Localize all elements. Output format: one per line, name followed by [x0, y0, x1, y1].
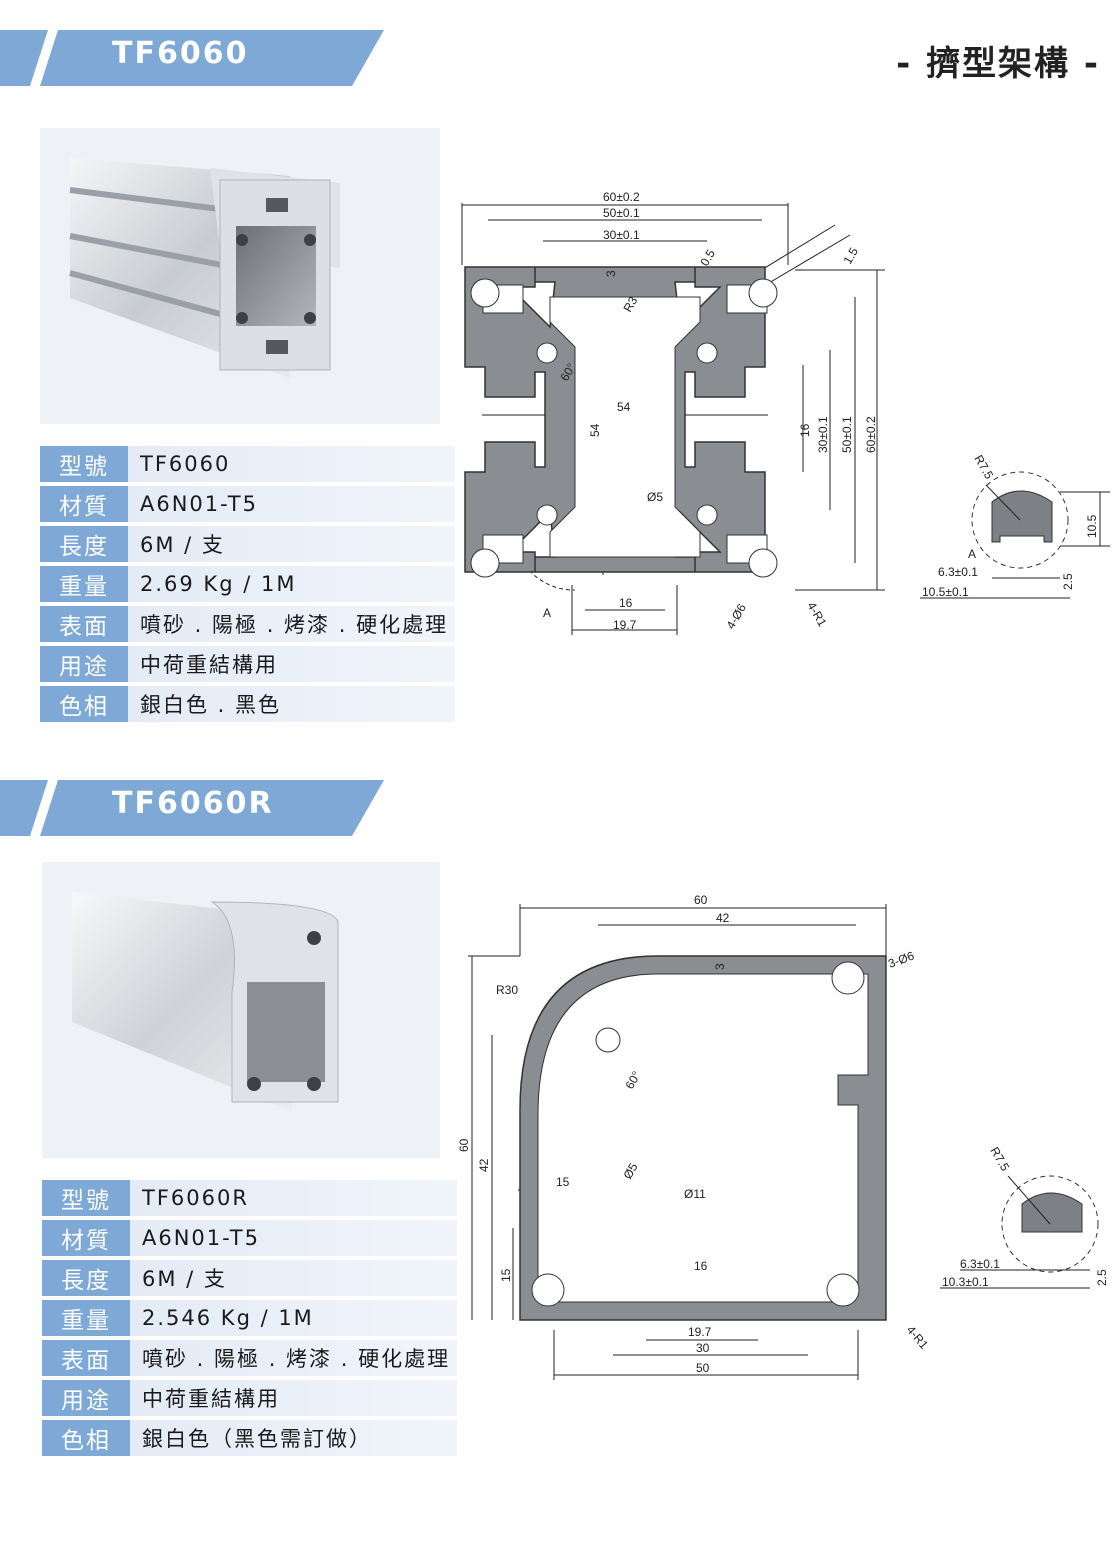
- dim-label: 2.5: [1061, 573, 1075, 590]
- spec-value: 中荷重結構用: [130, 1380, 457, 1416]
- dim-label: 42: [477, 1158, 491, 1172]
- dim-label: R7.5: [987, 1145, 1012, 1174]
- dim-label: 50±0.1: [840, 416, 854, 453]
- spec-value: 2.546 Kg / 1M: [130, 1300, 457, 1336]
- spec-value: TF6060R: [130, 1180, 457, 1216]
- spec-key: 色相: [42, 1420, 130, 1456]
- spec-row-color: 色相銀白色（黑色需訂做）: [42, 1420, 457, 1456]
- dim-label: 2.5: [1095, 1269, 1109, 1286]
- spec-key: 材質: [42, 1220, 130, 1256]
- spec-value: 銀白色（黑色需訂做）: [130, 1420, 457, 1456]
- detail-r-drawing: R7.5 6.3±0.1 10.3±0.1 2.5: [940, 1145, 1109, 1289]
- profile-drawing-r: 60 42 3 3-Ø6 R30 60° 60 42 15 Ø5 Ø11 16 …: [458, 893, 932, 1380]
- dim-label: 60: [458, 1138, 471, 1152]
- spec-row-usage: 用途中荷重結構用: [40, 646, 455, 682]
- dim-label: 4-R1: [804, 600, 829, 630]
- dim-label: 30: [696, 1341, 710, 1355]
- spec-value: TF6060: [128, 446, 455, 482]
- spec-key: 重量: [40, 566, 128, 602]
- product-photo: [40, 128, 440, 424]
- dim-label: 54: [588, 423, 602, 437]
- dim-label: 10.5±0.1: [922, 585, 969, 599]
- profile-drawing: 60±0.2 50±0.1 30±0.1 0.5 1.5 3 R3 60° 54…: [461, 190, 885, 635]
- spec-row-surface: 表面噴砂 . 陽極 . 烤漆 . 硬化處理: [40, 606, 455, 642]
- spec-row-usage: 用途中荷重結構用: [42, 1380, 457, 1416]
- dim-label: 10.5: [1085, 514, 1099, 538]
- dim-label: 3: [713, 963, 727, 970]
- spec-value: 2.69 Kg / 1M: [128, 566, 455, 602]
- dim-label: 30±0.1: [603, 228, 640, 242]
- spec-row-surface: 表面噴砂 . 陽極 . 烤漆 . 硬化處理: [42, 1340, 457, 1376]
- spec-key: 型號: [40, 446, 128, 482]
- dim-label: 4-Ø6: [723, 601, 749, 631]
- detail-a-drawing: R7.5 A 6.3±0.1 10.5±0.1 10.5 2.5: [920, 453, 1110, 599]
- spec-value: 噴砂 . 陽極 . 烤漆 . 硬化處理: [130, 1340, 457, 1376]
- product-photo: [42, 862, 440, 1158]
- dim-label: 19.7: [613, 618, 637, 632]
- spec-key: 材質: [40, 486, 128, 522]
- dim-label: Ø5: [647, 490, 663, 504]
- dim-label: 54: [617, 400, 631, 414]
- dim-label: 0.5: [697, 247, 718, 269]
- spec-row-color: 色相銀白色 . 黑色: [40, 686, 455, 722]
- spec-value: 銀白色 . 黑色: [128, 686, 455, 722]
- spec-value: 6M / 支: [130, 1260, 457, 1296]
- dim-label: 50±0.1: [603, 206, 640, 220]
- dim-label: 19.7: [688, 1325, 712, 1339]
- product-banner-1: [0, 30, 384, 86]
- spec-key: 型號: [42, 1180, 130, 1216]
- spec-key: 重量: [42, 1300, 130, 1336]
- dim-label: 15: [499, 1268, 513, 1282]
- dim-label: A: [543, 606, 551, 620]
- dim-label: Ø11: [684, 1187, 706, 1201]
- dim-label: R30: [496, 983, 518, 997]
- dim-label: 16: [798, 423, 812, 437]
- spec-key: 表面: [40, 606, 128, 642]
- product-banner-2: [0, 780, 384, 836]
- spec-key: 長度: [42, 1260, 130, 1296]
- dim-label: 60±0.2: [603, 190, 640, 204]
- spec-value: 6M / 支: [128, 526, 455, 562]
- dim-label: 60±0.2: [864, 416, 878, 453]
- spec-key: 用途: [40, 646, 128, 682]
- dim-label: 16: [694, 1259, 708, 1273]
- spec-key: 表面: [42, 1340, 130, 1376]
- category-title: - 擠型架構 -: [896, 44, 1100, 84]
- dim-label: R3: [620, 294, 640, 315]
- dim-label: 42: [716, 911, 730, 925]
- dim-label: 16: [619, 596, 633, 610]
- dim-label: 3-Ø6: [886, 948, 916, 970]
- dim-label: 4-R1: [904, 1323, 932, 1352]
- dim-label: A: [968, 547, 976, 561]
- dim-label: 1.5: [840, 245, 861, 267]
- spec-key: 用途: [42, 1380, 130, 1416]
- spec-value: 噴砂 . 陽極 . 烤漆 . 硬化處理: [128, 606, 455, 642]
- spec-key: 色相: [40, 686, 128, 722]
- product-title: TF6060: [112, 36, 249, 71]
- spec-value: 中荷重結構用: [128, 646, 455, 682]
- dim-label: 6.3±0.1: [938, 565, 978, 579]
- dim-label: 6.3±0.1: [960, 1257, 1000, 1271]
- dim-label: 10.3±0.1: [942, 1275, 989, 1289]
- spec-value: A6N01-T5: [130, 1220, 457, 1256]
- dim-label: 60: [694, 893, 708, 907]
- dim-label: 15: [556, 1175, 570, 1189]
- dim-label: 50: [696, 1361, 710, 1375]
- dim-label: 30±0.1: [816, 416, 830, 453]
- product-title: TF6060R: [112, 786, 274, 821]
- spec-value: A6N01-T5: [128, 486, 455, 522]
- spec-key: 長度: [40, 526, 128, 562]
- dim-label: R7.5: [971, 453, 996, 482]
- dim-label: 3: [604, 270, 618, 277]
